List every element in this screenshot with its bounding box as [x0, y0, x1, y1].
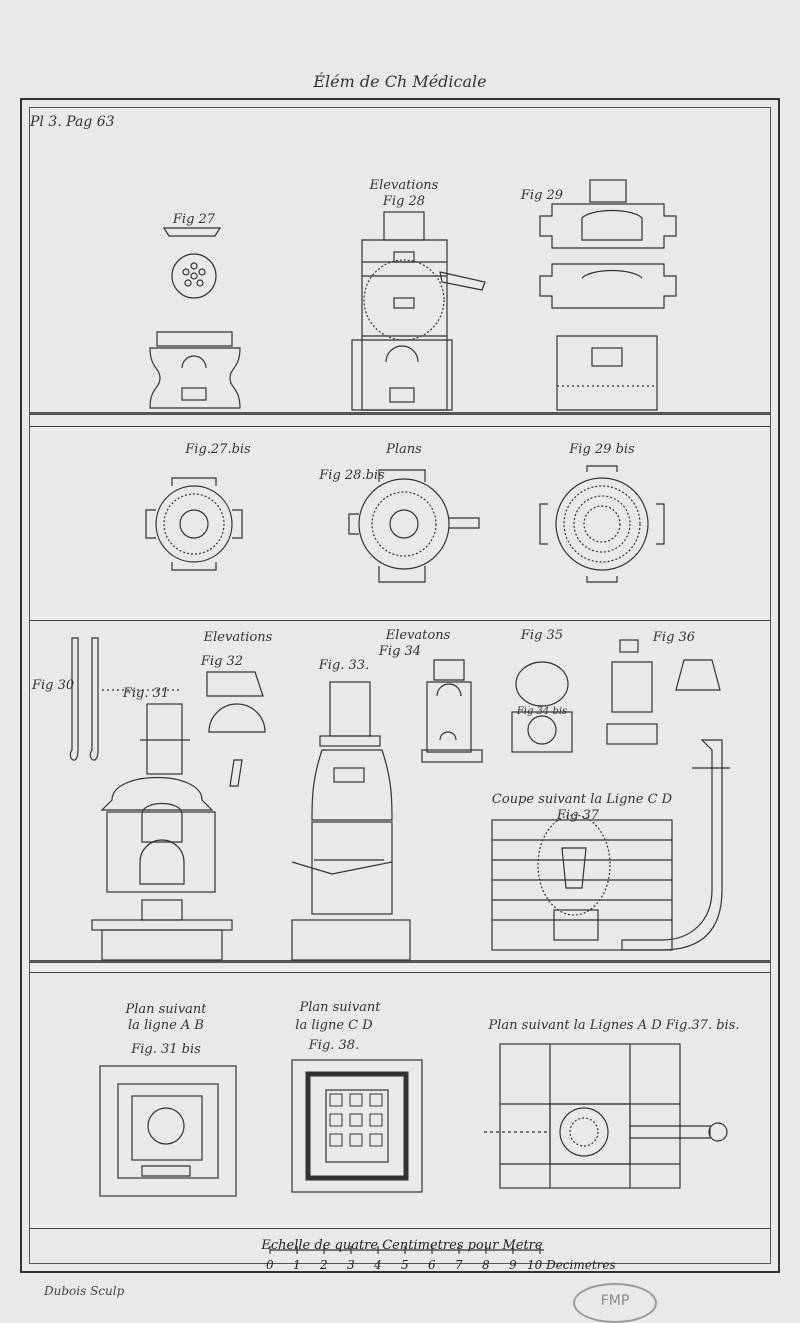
caption-elevations-top: Elevations	[369, 178, 439, 193]
plate-inner-border	[29, 107, 771, 1264]
scale-tick-8: 8	[482, 1258, 490, 1272]
band-divider-4	[30, 1228, 770, 1229]
fig-33-drawing	[291, 681, 411, 961]
caption-plan-cd-line2: la ligne C D	[295, 1018, 373, 1033]
fig-28-bis-drawing	[348, 469, 480, 583]
caption-fig-34-bis: Fig 34 bis	[516, 706, 568, 717]
scale-tick-4: 4	[374, 1258, 382, 1272]
band-divider-3	[30, 960, 770, 963]
caption-fig-33: Fig. 33.	[318, 658, 370, 673]
caption-elevations-mid: Elevatons	[385, 628, 451, 643]
caption-fig-31: Fig. 31	[122, 686, 170, 701]
scale-tick-0: 0	[266, 1258, 274, 1272]
caption-plan-ab-line2: la ligne A B	[128, 1018, 204, 1033]
caption-plan-ad: Plan suivant la Lignes A D Fig.37. bis.	[488, 1018, 740, 1033]
caption-plans: Plans	[386, 442, 422, 457]
band-divider-2	[30, 620, 770, 621]
scale-caption: Echelle de quatre Centimetres pour Metre	[261, 1238, 543, 1253]
fig-32-drawing	[206, 671, 266, 787]
plate-reference: Pl 3. Pag 63	[30, 114, 115, 130]
band-divider-1	[30, 412, 770, 415]
fig-27-drawing	[149, 227, 241, 409]
fig-37-bis-drawing	[484, 1043, 728, 1189]
scale-tick-9: 9	[509, 1258, 517, 1272]
fig-30-drawing	[69, 637, 182, 761]
scale-tick-1: 1	[293, 1258, 301, 1272]
caption-coupe: Coupe suivant la Ligne C D	[491, 792, 673, 807]
band-divider-1b	[30, 426, 770, 427]
fig-35-drawing	[511, 661, 573, 753]
caption-fig-29-bis: Fig 29 bis	[569, 442, 635, 457]
fig-34-drawing	[421, 659, 483, 763]
band-divider-3b	[30, 972, 770, 973]
fig-38-drawing	[291, 1059, 423, 1193]
caption-fig-28-bis: Fig 28.bis	[319, 468, 385, 483]
fig-28-drawing	[351, 211, 486, 411]
fig-31-bis-drawing	[99, 1065, 237, 1197]
caption-elevations-left: Elevations	[203, 630, 273, 645]
library-stamp: FMP	[573, 1283, 657, 1323]
scale-unit: 10 Decimetres	[527, 1258, 616, 1272]
caption-fig-29: Fig 29	[520, 188, 564, 203]
engraving-plate: Pl 3. Pag 63	[20, 98, 780, 1273]
caption-plan-cd-line1: Plan suivant	[299, 1000, 381, 1015]
scale-tick-5: 5	[401, 1258, 409, 1272]
fig-37-drawing	[491, 739, 730, 951]
caption-fig-37: Fig 37	[556, 808, 600, 823]
caption-fig-32: Fig 32	[200, 654, 244, 669]
caption-fig-28: Fig 28	[382, 194, 426, 209]
caption-fig-35: Fig 35	[520, 628, 564, 643]
scale-tick-7: 7	[455, 1258, 463, 1272]
caption-fig-30: Fig 30	[32, 678, 75, 693]
caption-fig-38: Fig. 38.	[308, 1038, 360, 1053]
caption-fig-27-bis: Fig.27.bis	[185, 442, 251, 457]
publication-title: Élém de Ch Médicale	[313, 72, 487, 91]
scale-tick-3: 3	[347, 1258, 355, 1272]
scale-tick-6: 6	[428, 1258, 436, 1272]
caption-plan-ab-line1: Plan suivant	[125, 1002, 207, 1017]
fig-31-drawing	[91, 703, 233, 961]
scale-bar-drawing	[269, 1246, 544, 1254]
engraver-credit: Dubois Sculp	[44, 1284, 125, 1298]
fig-29-drawing	[539, 179, 677, 411]
caption-fig-31-bis: Fig. 31 bis	[131, 1042, 201, 1057]
caption-fig-36: Fig 36	[652, 630, 696, 645]
fig-29-bis-drawing	[539, 465, 665, 583]
fig-36-drawing	[606, 639, 721, 745]
fig-27-bis-drawing	[145, 477, 243, 571]
caption-fig-27: Fig 27	[172, 212, 216, 227]
scale-tick-2: 2	[320, 1258, 328, 1272]
caption-fig-34: Fig 34	[378, 644, 422, 659]
engraving-drawings	[69, 179, 730, 1254]
